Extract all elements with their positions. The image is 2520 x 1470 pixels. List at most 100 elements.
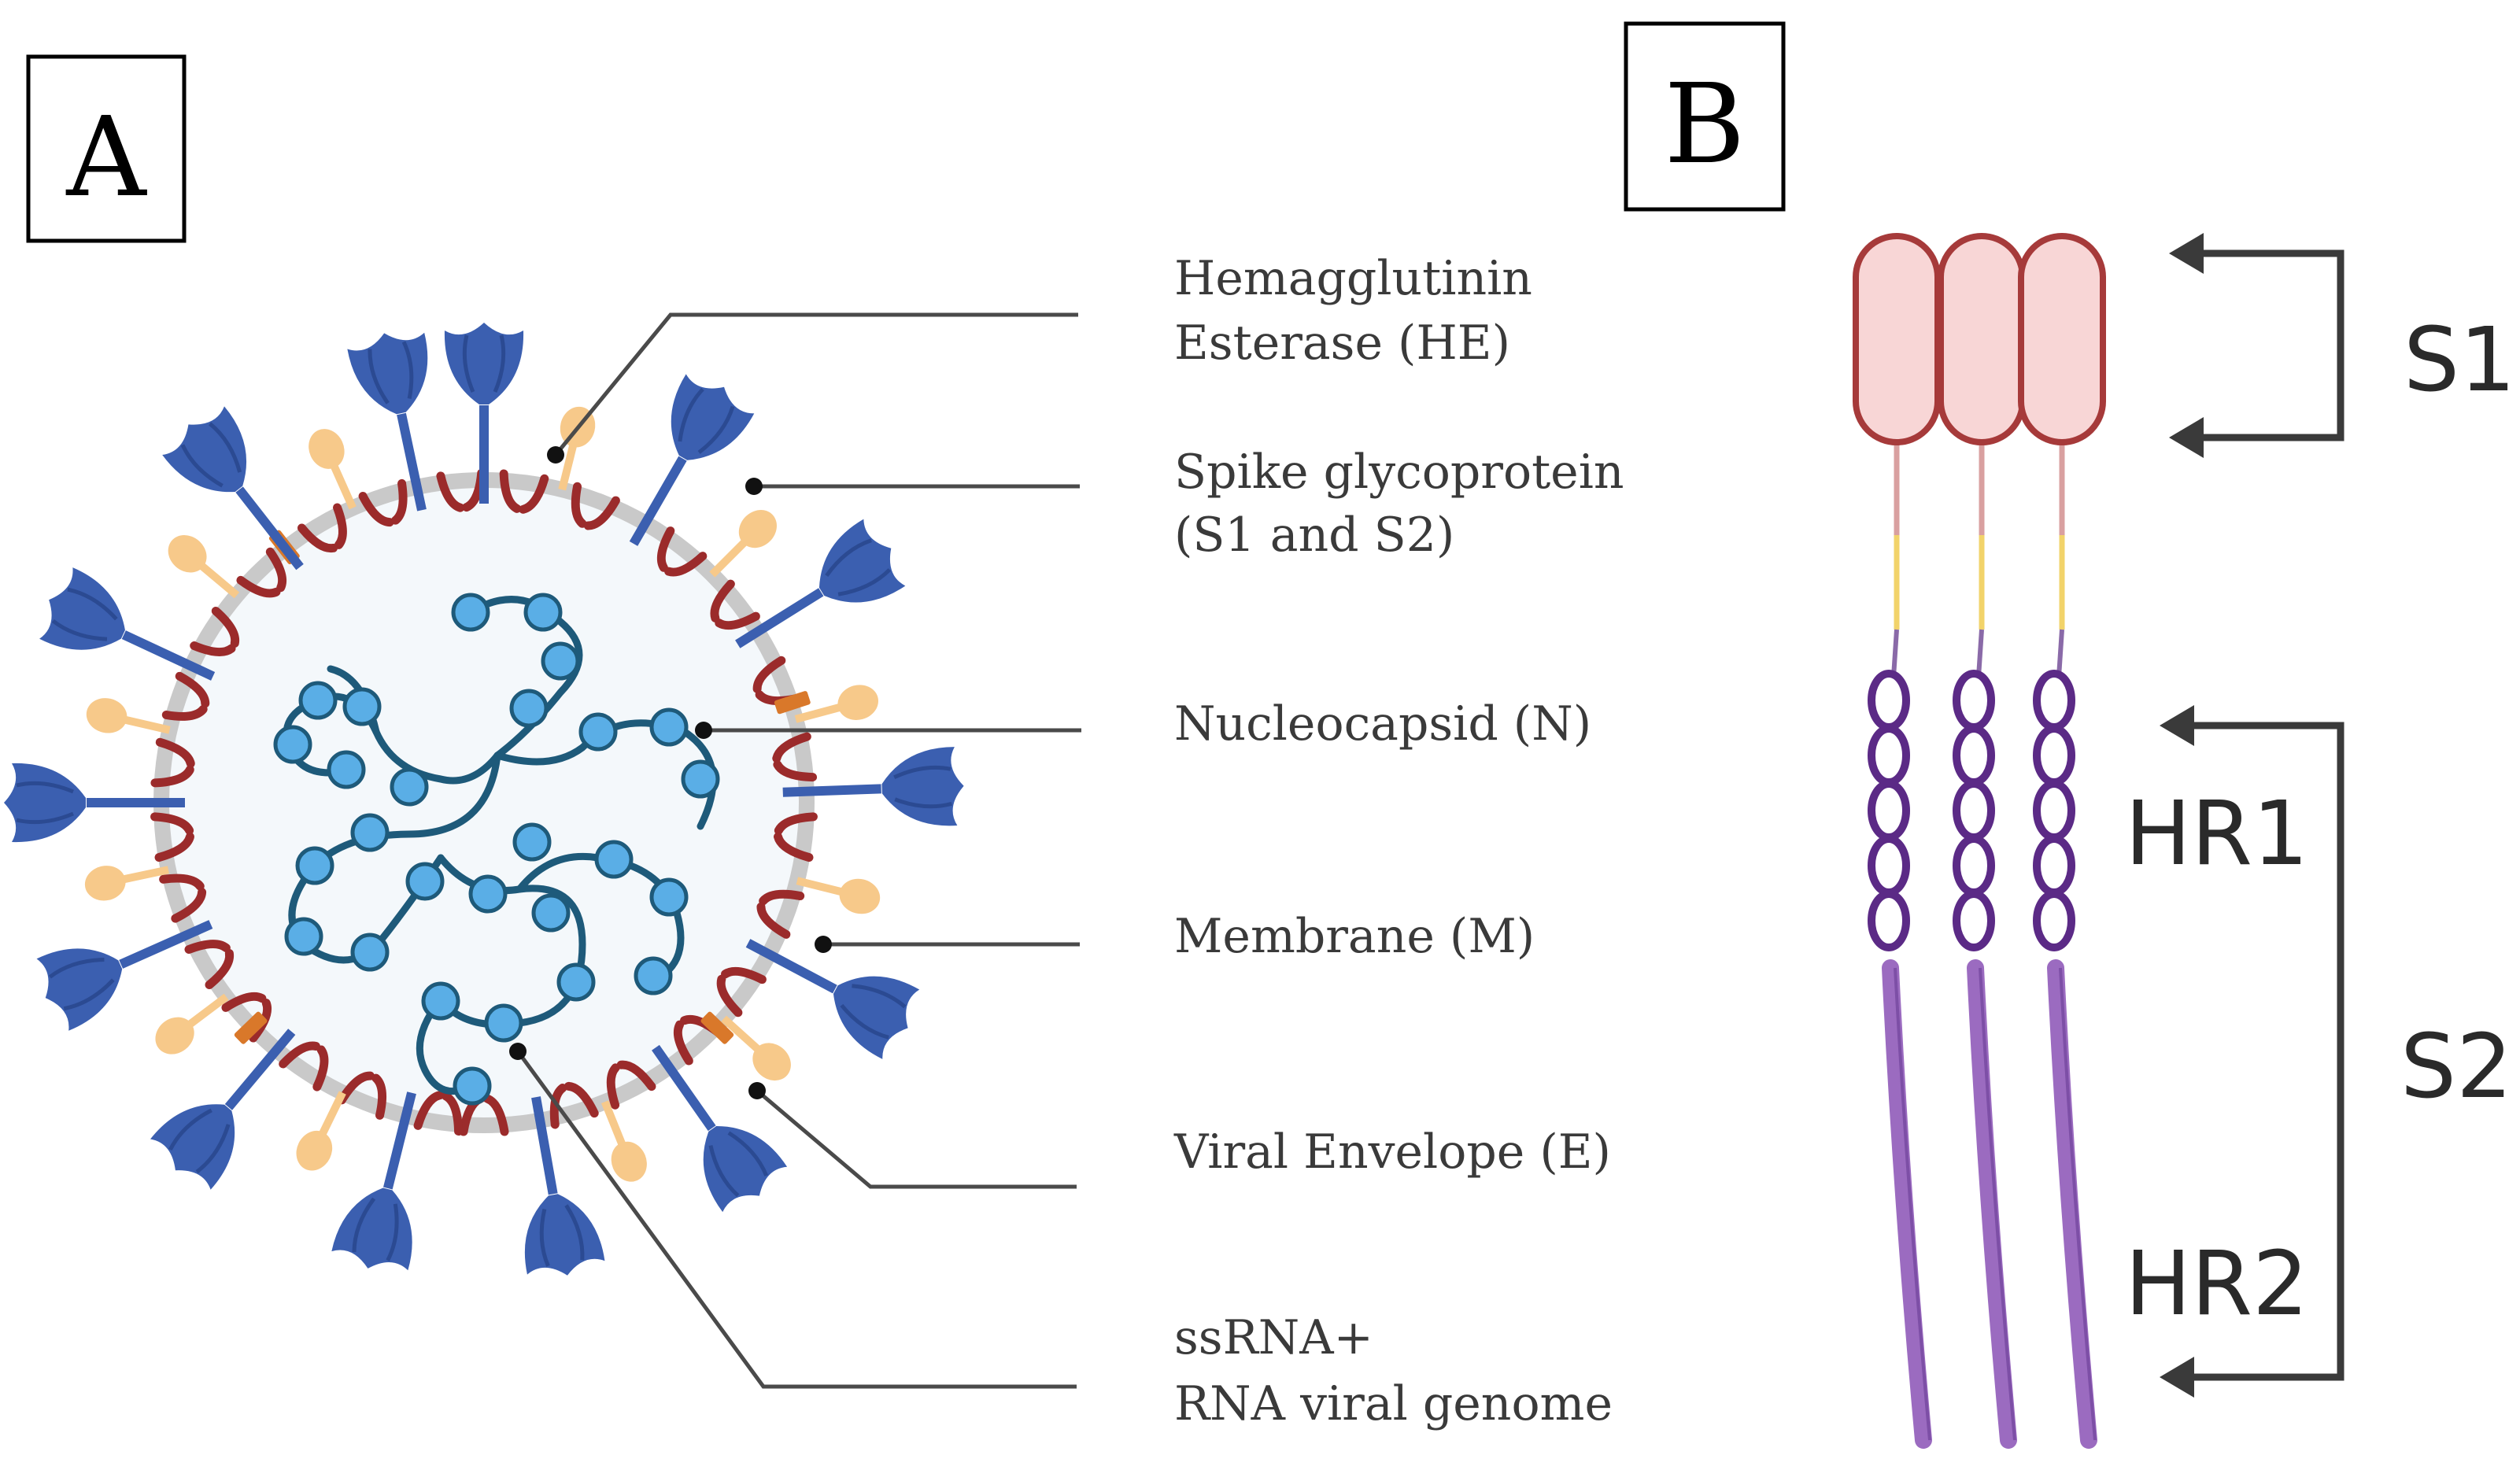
membrane-protein-arm <box>155 737 195 768</box>
membrane-protein-arm <box>154 832 194 862</box>
callout-label-nucleocapsid-line-1: Nucleocapsid (N) <box>1174 696 1591 752</box>
callout-envelope: Viral Envelope (E) <box>748 1082 1611 1189</box>
membrane-protein-arm <box>499 469 522 513</box>
s2-label: S2 <box>2400 1016 2512 1118</box>
spike-stalk <box>745 939 837 994</box>
envelope-protein <box>774 691 811 715</box>
hr1-linker <box>1891 629 1899 678</box>
s2-bracket: S2 HR1 HR2 <box>2125 705 2512 1398</box>
hr1-coil-turn <box>1868 890 1910 951</box>
nucleocapsid-bead <box>295 846 334 885</box>
spike-head <box>703 1126 788 1213</box>
he-stalk <box>721 1015 768 1058</box>
he-head <box>155 1017 194 1054</box>
membrane-protein-arm <box>721 966 767 984</box>
he-head <box>752 1043 791 1081</box>
spike-head-detail <box>708 1131 769 1198</box>
spike-head <box>4 763 86 843</box>
hr1-coil-turn <box>2033 890 2075 951</box>
hr1-coil-turn <box>1868 670 1910 731</box>
membrane-protein-arm <box>583 496 620 530</box>
virion-illustration <box>4 323 964 1276</box>
he-stalk <box>327 456 357 510</box>
spike-stalk <box>397 412 427 512</box>
s1-domain <box>2018 233 2106 445</box>
panel-a-label-box <box>26 54 187 243</box>
callout-label-spike-line-2: (S1 and S2) <box>1174 508 1454 563</box>
he-stalk <box>796 877 852 898</box>
membrane-protein-arm <box>249 999 272 1043</box>
hemagglutinin-esterase <box>86 698 171 734</box>
hemagglutinin-esterase <box>600 1100 647 1182</box>
membrane-protein-arm <box>312 1045 329 1091</box>
leader-line <box>515 1050 1077 1389</box>
nucleocapsid-bead <box>531 893 571 933</box>
spike-stalk <box>119 920 213 969</box>
spike-head-detail <box>825 538 892 596</box>
membrane-protein-arm <box>519 474 549 514</box>
membrane-protein-arm <box>413 1091 445 1130</box>
membrane-protein <box>499 469 549 514</box>
leader-dot <box>748 1082 766 1099</box>
hemagglutinin-esterase <box>796 877 881 914</box>
hr1-coil-turn <box>2033 780 2075 841</box>
hemagglutinin-esterase <box>721 1015 791 1081</box>
he-stalk <box>115 714 171 734</box>
spike-head <box>444 323 524 404</box>
membrane-protein <box>358 478 408 527</box>
s1-arrow-top <box>2169 233 2204 274</box>
spike-stalk <box>235 486 304 571</box>
nucleocapsid-bead <box>350 933 390 972</box>
hemagglutinin-esterase <box>155 993 229 1054</box>
membrane-protein-arm <box>159 874 205 891</box>
nucleocapsid-bead <box>273 725 312 764</box>
he-stalk <box>192 556 240 599</box>
callout-label-genome-line-2: RNA viral genome <box>1174 1376 1613 1431</box>
spike-protein <box>36 920 213 1031</box>
nucleocapsid-bead <box>594 840 634 879</box>
nucleocapsid-bead <box>634 956 673 995</box>
membrane-protein <box>571 482 620 530</box>
s1-label: S1 <box>2404 309 2515 412</box>
spike-protein <box>444 323 524 504</box>
nucleocapsid-bead <box>649 877 689 917</box>
spike-monomer <box>1953 441 2017 1449</box>
membrane-protein-arm <box>759 889 805 906</box>
nucleocapsid-bead <box>421 981 460 1021</box>
membrane-protein-arm <box>265 547 287 593</box>
he-stalk <box>113 866 169 885</box>
hemagglutinin-esterase <box>794 685 878 723</box>
surface-proteins <box>4 323 964 1276</box>
spike-protein <box>652 1044 788 1213</box>
membrane-protein-arm <box>391 478 408 525</box>
s1-bracket-line <box>2196 249 2344 441</box>
leader-dot <box>509 1043 527 1060</box>
s2-bracket-line <box>2188 722 2344 1381</box>
spike-head-detail <box>51 587 118 641</box>
nucleocapsid-bead <box>453 1066 492 1106</box>
leader-line <box>554 312 1078 456</box>
membrane-protein-arm <box>772 732 811 763</box>
he-stalk <box>558 435 579 491</box>
membrane-protein-arm <box>279 1041 320 1069</box>
membrane-protein-arm <box>358 491 394 527</box>
hemagglutinin-esterase <box>84 866 169 901</box>
membrane-protein-arm <box>211 606 240 648</box>
hr2-stalk <box>1967 959 2017 1449</box>
membrane-protein-arm <box>371 1073 387 1120</box>
membrane-protein <box>184 940 235 990</box>
hemagglutinin-esterase <box>709 510 777 578</box>
spike-protein <box>735 519 906 648</box>
membrane-protein-arm <box>773 760 818 782</box>
membrane-protein-arm <box>710 579 735 622</box>
leader-dot <box>815 936 832 953</box>
spike-head-detail <box>462 334 506 393</box>
membrane-protein <box>656 526 708 577</box>
nucleocapsid-bead <box>523 593 563 632</box>
membrane-protein-arm <box>756 902 791 939</box>
spike-stalk <box>87 798 185 807</box>
callout-nucleocapsid: Nucleocapsid (N) <box>695 696 1591 752</box>
spike-head <box>347 332 428 415</box>
spike-protein <box>331 1091 416 1271</box>
